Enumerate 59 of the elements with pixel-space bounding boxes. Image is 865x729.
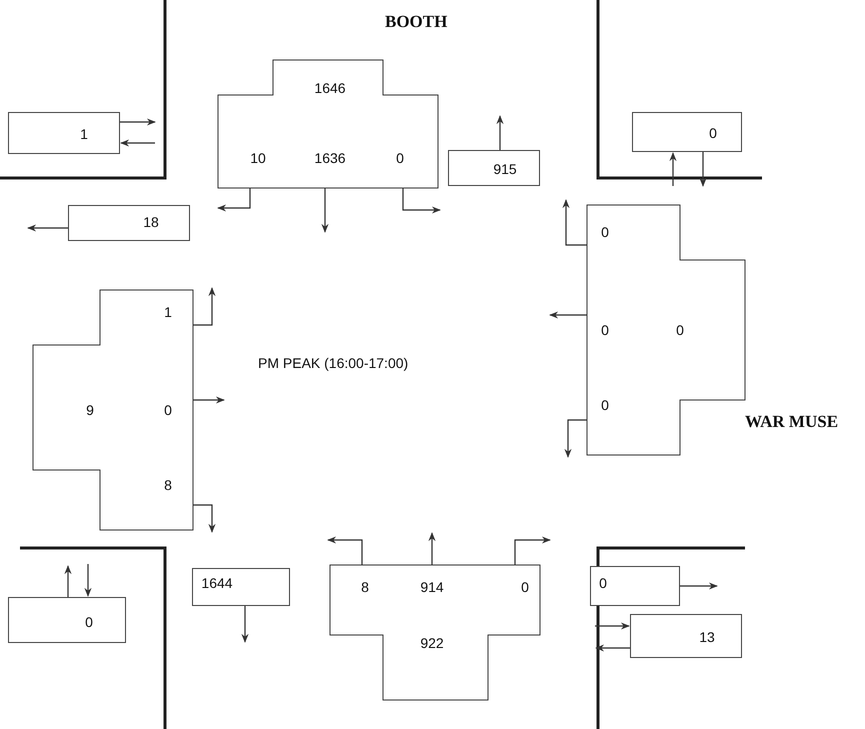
traffic-count: 922 xyxy=(420,635,444,651)
traffic-count: 8 xyxy=(361,579,369,595)
turning-arrow xyxy=(193,396,225,404)
volume-box xyxy=(8,597,126,643)
traffic-count: 1636 xyxy=(314,150,346,166)
traffic-count: 0 xyxy=(396,150,404,166)
traffic-count: 0 xyxy=(521,579,529,595)
turning-arrow xyxy=(120,139,155,147)
volume-box xyxy=(68,205,190,241)
traffic-count: 0 xyxy=(601,397,609,413)
traffic-count: 0 xyxy=(85,614,93,630)
traffic-count: 0 xyxy=(601,322,609,338)
period-title: PM PEAK (16:00-17:00) xyxy=(258,355,408,371)
turning-arrow xyxy=(241,606,249,643)
turning-arrow xyxy=(321,188,329,233)
traffic-count: 0 xyxy=(709,125,717,141)
turning-arrow xyxy=(84,564,92,597)
traffic-count: 1 xyxy=(80,126,88,142)
volume-box xyxy=(448,150,540,186)
volume-box xyxy=(590,566,680,606)
volume-box xyxy=(632,112,742,152)
turning-arrow xyxy=(562,199,587,246)
traffic-count: 13 xyxy=(699,629,715,645)
turning-arrow xyxy=(595,622,630,630)
turning-arrow xyxy=(514,536,551,565)
traffic-count: 1 xyxy=(164,304,172,320)
traffic-count: 8 xyxy=(164,477,172,493)
traffic-count: 914 xyxy=(420,579,444,595)
turning-arrow xyxy=(699,152,707,187)
turning-arrow xyxy=(549,311,587,319)
street-name: WAR MUSE xyxy=(745,412,838,432)
volume-box xyxy=(192,568,290,606)
turning-arrow xyxy=(402,188,441,214)
traffic-count: 10 xyxy=(250,150,266,166)
traffic-count: 0 xyxy=(599,575,607,591)
street-name: BOOTH xyxy=(385,12,448,32)
turning-arrow xyxy=(64,565,72,597)
turning-arrow xyxy=(428,532,436,565)
turning-arrow xyxy=(595,644,630,652)
turning-arrow xyxy=(564,419,587,458)
traffic-count: 915 xyxy=(493,161,517,177)
turning-arrow xyxy=(120,118,156,126)
volume-box xyxy=(630,614,742,658)
turning-arrow xyxy=(680,582,718,590)
turning-arrow xyxy=(496,115,504,150)
traffic-count: 0 xyxy=(164,402,172,418)
turning-arrow xyxy=(327,536,363,565)
turning-arrow xyxy=(193,504,216,533)
turning-arrow xyxy=(27,224,68,232)
traffic-count: 0 xyxy=(676,322,684,338)
volume-box xyxy=(8,112,120,154)
traffic-count: 1644 xyxy=(201,575,233,591)
turning-arrow xyxy=(217,188,251,212)
traffic-count: 18 xyxy=(143,214,159,230)
turning-arrow xyxy=(193,287,216,326)
traffic-count: 0 xyxy=(601,224,609,240)
traffic-count: 9 xyxy=(86,402,94,418)
traffic-count: 1646 xyxy=(314,80,346,96)
turning-arrow xyxy=(669,152,677,186)
